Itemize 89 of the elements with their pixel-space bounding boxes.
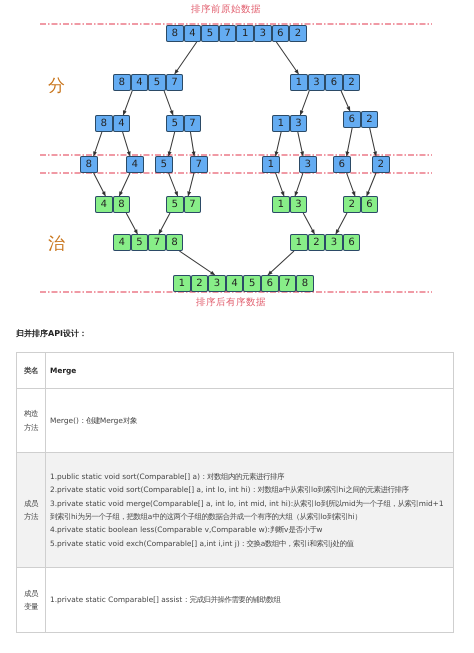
caption-text: 排序后有序数据 (196, 296, 266, 309)
number-cell: 2 (372, 156, 390, 173)
stage-label: 治 (48, 233, 65, 255)
number-cell: 4 (95, 196, 113, 213)
number-cell: 6 (342, 234, 360, 251)
arrow (126, 212, 138, 234)
arrow (366, 172, 376, 196)
number-cell: 8 (80, 156, 98, 173)
number-cell: 4 (113, 234, 131, 251)
number-cell: 6 (325, 74, 343, 91)
arrow (276, 42, 300, 74)
number-cell: 6 (360, 196, 378, 213)
number-cell: 1 (272, 196, 290, 213)
number-cell: 5 (201, 25, 219, 42)
number-cell: 3 (254, 25, 272, 42)
number-cell: 1 (290, 74, 308, 91)
arrow (302, 212, 316, 234)
number-cell: 1 (173, 275, 191, 292)
number-cell: 3 (208, 275, 226, 292)
number-cell: 4 (130, 74, 148, 91)
arrow (164, 90, 174, 116)
arrow (174, 42, 198, 74)
section-heading: 归并排序API设计： (16, 328, 88, 339)
number-cell: 6 (333, 156, 351, 173)
number-cell: 8 (95, 115, 113, 132)
number-cell: 8 (113, 74, 131, 91)
arrow (122, 90, 133, 116)
number-cell: 4 (226, 275, 244, 292)
number-cell: 3 (299, 156, 317, 173)
number-cell: 4 (112, 115, 130, 132)
number-cell: 2 (308, 234, 326, 251)
number-cell: 1 (236, 25, 254, 42)
number-cell: 7 (148, 234, 166, 251)
arrow (168, 132, 176, 156)
number-cell: 5 (155, 156, 173, 173)
number-cell: 2 (343, 196, 361, 213)
number-cell: 7 (190, 156, 208, 173)
arrow (300, 90, 310, 116)
number-cell: 1 (262, 156, 280, 173)
number-cell: 2 (360, 111, 378, 128)
arrow (274, 132, 282, 156)
arrow (297, 132, 304, 156)
number-cell: 3 (290, 115, 308, 132)
arrow (178, 250, 216, 276)
number-cell: 7 (184, 115, 202, 132)
arrow (93, 172, 106, 196)
arrow (369, 128, 377, 156)
stage-label: 分 (48, 75, 65, 97)
arrow (187, 172, 194, 196)
number-cell: 3 (325, 234, 343, 251)
number-cell: 1 (290, 234, 308, 251)
number-cell: 5 (166, 115, 184, 132)
arrow (122, 132, 131, 156)
number-cell: 7 (278, 275, 296, 292)
number-cell: 3 (308, 74, 326, 91)
arrow (294, 172, 304, 196)
arrow (190, 132, 196, 156)
arrow (346, 128, 353, 156)
arrow (158, 212, 170, 234)
number-cell: 3 (290, 196, 308, 213)
number-cell: 8 (166, 25, 184, 42)
number-cell: 2 (289, 25, 307, 42)
number-cell: 5 (166, 196, 184, 213)
number-cell: 5 (243, 275, 261, 292)
arrow (346, 172, 356, 196)
number-cell: 6 (343, 111, 361, 128)
caption-text: 排序前原始数据 (191, 3, 261, 16)
number-cell: 5 (130, 234, 148, 251)
number-cell: 8 (112, 196, 130, 213)
arrow (168, 172, 178, 196)
number-cell: 2 (190, 275, 208, 292)
number-cell: 7 (218, 25, 236, 42)
number-cell: 1 (272, 115, 290, 132)
number-cell: 5 (148, 74, 166, 91)
number-cell: 2 (342, 74, 360, 91)
arrow (275, 172, 284, 196)
number-cell: 6 (260, 275, 279, 292)
arrow (267, 250, 294, 276)
arrow (340, 90, 350, 112)
number-cell: 4 (184, 25, 202, 42)
number-cell: 8 (296, 275, 314, 292)
number-cell: 4 (126, 156, 144, 173)
number-cell: 8 (166, 234, 184, 251)
arrow (118, 172, 130, 196)
number-cell: 7 (184, 196, 202, 213)
number-cell: 6 (272, 25, 290, 42)
arrow (93, 132, 102, 156)
number-cell: 7 (166, 74, 184, 91)
arrow (335, 212, 348, 234)
